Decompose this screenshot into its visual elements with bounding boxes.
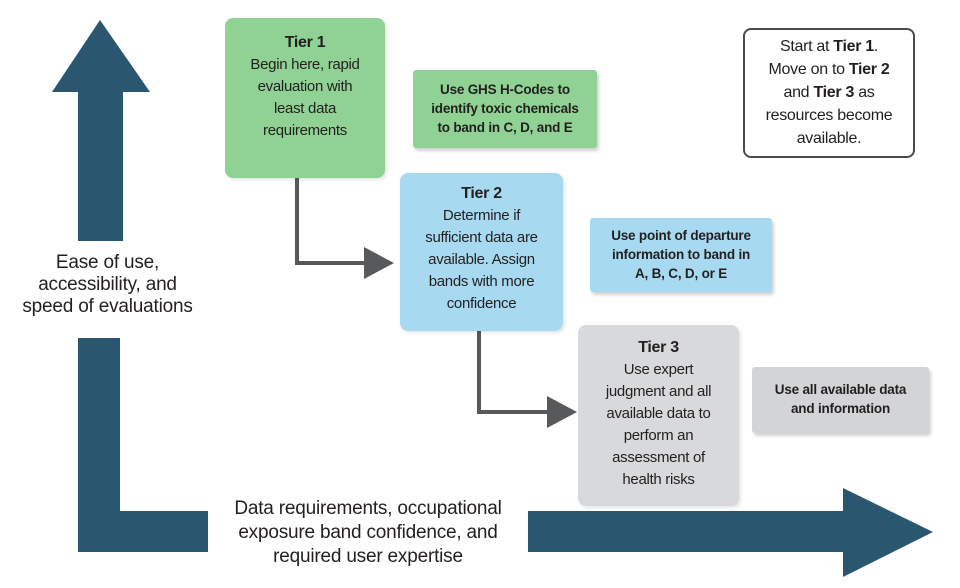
axis-corner-connector bbox=[78, 338, 208, 552]
horizontal-axis-label: Data requirements, occupational exposure… bbox=[234, 498, 502, 567]
tier3-body: Use expert judgment and all available da… bbox=[605, 361, 712, 488]
tier2-to-tier3-connector bbox=[477, 331, 549, 414]
tier1-to-tier2-connector bbox=[295, 178, 366, 265]
tier1-body: Begin here, rapid evaluation with least … bbox=[250, 56, 360, 139]
tier3-box: Tier 3 Use expert judgment and all avail… bbox=[578, 325, 739, 506]
tier1-title: Tier 1 bbox=[284, 34, 326, 51]
tier2-body: Determine if sufficient data are availab… bbox=[425, 207, 538, 312]
tier1-box: Tier 1 Begin here, rapid evaluation with… bbox=[225, 18, 385, 178]
up-arrow-icon bbox=[52, 20, 150, 241]
tier3-title: Tier 3 bbox=[638, 339, 679, 356]
tier2-box: Tier 2 Determine if sufficient data are … bbox=[400, 173, 563, 331]
tier1-to-tier2-arrowhead-icon bbox=[364, 247, 394, 279]
tier2-to-tier3-arrowhead-icon bbox=[547, 396, 577, 428]
vertical-axis-label: Ease of use, accessibility, and speed of… bbox=[22, 252, 193, 317]
tier2-title: Tier 2 bbox=[461, 185, 502, 202]
tier1-side-note: Use GHS H-Codes to identify toxic chemic… bbox=[413, 70, 597, 148]
tier3-side-note: Use all available data and information bbox=[752, 367, 929, 433]
guide-note-box: Start at Tier 1. Move on to Tier 2 and T… bbox=[743, 28, 915, 158]
right-arrow-icon bbox=[528, 488, 933, 577]
tier2-side-note: Use point of departure information to ba… bbox=[590, 218, 772, 292]
